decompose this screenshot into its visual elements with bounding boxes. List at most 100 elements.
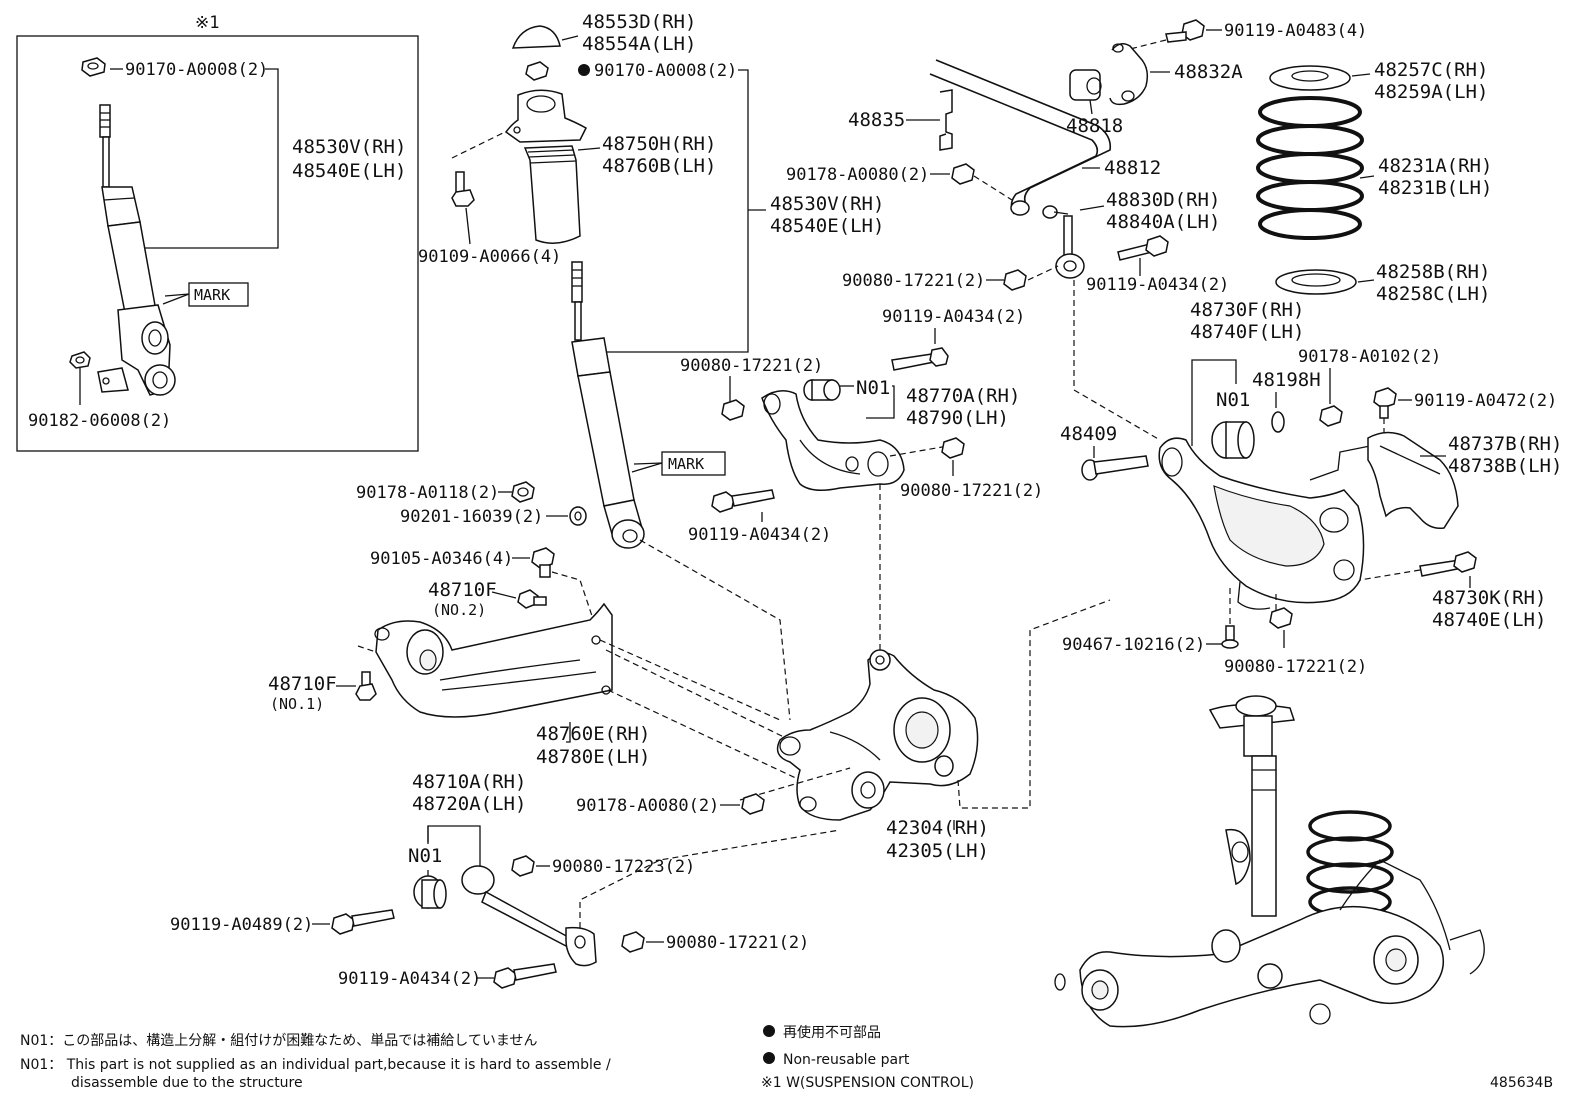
- nut-a0080-b-label[interactable]: 90178-A0080(2): [576, 796, 719, 816]
- bolt-a0434-c-label[interactable]: 90119-A0434(2): [1086, 275, 1229, 295]
- part-48198h-icon: [1271, 411, 1285, 433]
- nut-a0080-a-label[interactable]: 90178-A0080(2): [786, 165, 929, 185]
- boot-lh-label[interactable]: 48760B(LH): [602, 155, 716, 177]
- nut-a0118-icon: [511, 481, 535, 503]
- nut-17223-label[interactable]: 90080-17223(2): [552, 857, 695, 877]
- insulator-rh-label[interactable]: 48257C(RH): [1374, 59, 1488, 81]
- nut-17221-e-label[interactable]: 90080-17221(2): [666, 933, 809, 953]
- spring-lh-label[interactable]: 48231B(LH): [1378, 177, 1492, 199]
- arm-upper-lh-label[interactable]: 48780E(LH): [536, 746, 650, 768]
- inset-shock-rh-label[interactable]: 48530V(RH): [292, 136, 406, 158]
- legend-ja: 再使用不可部品: [783, 1024, 881, 1041]
- nut-17223-icon: [511, 855, 535, 877]
- spring-rh-label[interactable]: 48231A(RH): [1378, 155, 1492, 177]
- part-48198h-label[interactable]: 48198H: [1252, 369, 1321, 391]
- bolt-48409-label[interactable]: 48409: [1060, 423, 1117, 445]
- top-nut-label[interactable]: 90170-A0008(2): [594, 61, 737, 81]
- nut-17221-c-label[interactable]: 90080-17221(2): [842, 271, 985, 291]
- bolt-10216-label[interactable]: 90467-10216(2): [1062, 635, 1205, 655]
- nut-17221-b-icon: [941, 437, 965, 459]
- no1-label: (NO.1): [270, 695, 324, 713]
- nut-17221-c-icon: [1003, 269, 1027, 291]
- inset-mark-tag[interactable]: MARK: [194, 286, 230, 304]
- lower-ins-rh-label[interactable]: 48258B(RH): [1376, 261, 1490, 283]
- bushing-n01-c-icon: [413, 875, 447, 909]
- mount-bolt-icon: [451, 171, 475, 207]
- coil-spring-icon: [1256, 96, 1364, 240]
- washer-label[interactable]: 90201-16039(2): [400, 507, 543, 527]
- link-lh-label[interactable]: 48840A(LH): [1106, 211, 1220, 233]
- boot-rh-label[interactable]: 48750H(RH): [602, 133, 716, 155]
- nut-17221-a-label[interactable]: 90080-17221(2): [680, 356, 823, 376]
- bolt-a0434-b-label[interactable]: 90119-A0434(2): [688, 525, 831, 545]
- arm-48770-rh-label[interactable]: 48770A(RH): [906, 385, 1020, 407]
- mount-bolt-label[interactable]: 90109-A0066(4): [418, 247, 561, 267]
- nut-a0102-icon: [1319, 405, 1343, 427]
- mark-tag[interactable]: MARK: [668, 455, 704, 473]
- dust-boot-icon: [523, 145, 581, 244]
- arm-48710f-b-label[interactable]: 48710F: [268, 673, 337, 695]
- assembled-view-icon: [1054, 695, 1485, 1028]
- stab-bracket-label[interactable]: 48835: [848, 109, 905, 131]
- non-reusable-marker-icon: [578, 64, 590, 76]
- arm-48710f-a-label[interactable]: 48710F: [428, 579, 497, 601]
- arm-48710a-group: 48710A(RH) 48720A(LH) N01 90080-17223(2)…: [170, 771, 841, 989]
- lower-ins-lh-label[interactable]: 48258C(LH): [1376, 283, 1490, 305]
- lower-arm-group: 48730F(RH) 48740F(LH) N01 48198H 90178-A…: [1060, 299, 1562, 677]
- n01-b-label[interactable]: N01: [1216, 389, 1250, 411]
- cover-rh-label[interactable]: 48737B(RH): [1448, 433, 1562, 455]
- bolt-a0434-a-label[interactable]: 90119-A0434(2): [882, 307, 1025, 327]
- inset-mark: ※1: [195, 13, 219, 33]
- arm-48710a-rh-label[interactable]: 48710A(RH): [412, 771, 526, 793]
- bolt-a0434-a-icon: [891, 347, 949, 371]
- mount-cap-rh-label[interactable]: 48553D(RH): [582, 11, 696, 33]
- arm-48790-lh-label[interactable]: 48790(LH): [906, 407, 1009, 429]
- lower-arm-icon: [1158, 437, 1365, 610]
- bolt-48730k-rh-label[interactable]: 48730K(RH): [1432, 587, 1546, 609]
- bolt-a0434-d-label[interactable]: 90119-A0434(2): [338, 969, 481, 989]
- shock-rh-label[interactable]: 48530V(RH): [770, 193, 884, 215]
- bolt-a0346-icon: [531, 547, 555, 578]
- knuckle-lh-label[interactable]: 42305(LH): [886, 840, 989, 862]
- lower-arm-lh-label[interactable]: 48740F(LH): [1190, 321, 1304, 343]
- bolt-a0346-label[interactable]: 90105-A0346(4): [370, 549, 513, 569]
- bolt-48710f-no2-icon: [517, 589, 547, 609]
- bushing-n01-b-icon: [1211, 421, 1255, 459]
- inset-bolt-label[interactable]: 90182-06008(2): [28, 411, 171, 431]
- stab-link-icon: [1042, 205, 1085, 279]
- bracket-48832-label[interactable]: 48832A: [1174, 61, 1243, 83]
- insulator-lh-label[interactable]: 48259A(LH): [1374, 81, 1488, 103]
- mount-cap-lh-label[interactable]: 48554A(LH): [582, 33, 696, 55]
- knuckle-group: 42304(RH) 42305(LH) 90178-A0080(2): [576, 599, 1111, 862]
- bolt-48710f-no1-icon: [355, 671, 377, 701]
- nut-a0118-label[interactable]: 90178-A0118(2): [356, 483, 499, 503]
- inset-shock-absorber-icon: [97, 104, 176, 396]
- shock-absorber-icon: [571, 261, 645, 549]
- bolt-48740e-lh-label[interactable]: 48740E(LH): [1432, 609, 1546, 631]
- stabilizer-group: 48835 90178-A0080(2) 48812 90119-A0483(4…: [786, 19, 1367, 441]
- nut-17221-b-label[interactable]: 90080-17221(2): [900, 481, 1043, 501]
- nut-a0102-label[interactable]: 90178-A0102(2): [1298, 347, 1441, 367]
- arm-48720a-lh-label[interactable]: 48720A(LH): [412, 793, 526, 815]
- stab-bar-label[interactable]: 48812: [1104, 157, 1161, 179]
- bolt-a0489-label[interactable]: 90119-A0489(2): [170, 915, 313, 935]
- bushing-48818-label[interactable]: 48818: [1066, 115, 1123, 137]
- nut-17221-d-icon: [1269, 607, 1293, 629]
- nut-17221-d-label[interactable]: 90080-17221(2): [1224, 657, 1367, 677]
- bolt-10216-icon: [1221, 625, 1239, 649]
- arm-upper-rh-label[interactable]: 48760E(RH): [536, 723, 650, 745]
- n01-a-label[interactable]: N01: [856, 377, 890, 399]
- knuckle-rh-label[interactable]: 42304(RH): [886, 817, 989, 839]
- bolt-a0472-label[interactable]: 90119-A0472(2): [1414, 391, 1557, 411]
- cover-lh-label[interactable]: 48738B(LH): [1448, 455, 1562, 477]
- link-rh-label[interactable]: 48830D(RH): [1106, 189, 1220, 211]
- inset-shock-lh-label[interactable]: 48540E(LH): [292, 160, 406, 182]
- lower-arm-rh-label[interactable]: 48730F(RH): [1190, 299, 1304, 321]
- nut-a0080-b-icon: [741, 793, 765, 815]
- n01-c-label[interactable]: N01: [408, 845, 442, 867]
- bolt-a0472-icon: [1373, 387, 1397, 419]
- inset-nut-label[interactable]: 90170-A0008(2): [125, 60, 268, 80]
- shock-lh-label[interactable]: 48540E(LH): [770, 215, 884, 237]
- note-n01-ja: N01：この部品は、構造上分解・組付けが困難なため、単品では補給していません: [20, 1033, 537, 1049]
- bolt-a0483-label[interactable]: 90119-A0483(4): [1224, 21, 1367, 41]
